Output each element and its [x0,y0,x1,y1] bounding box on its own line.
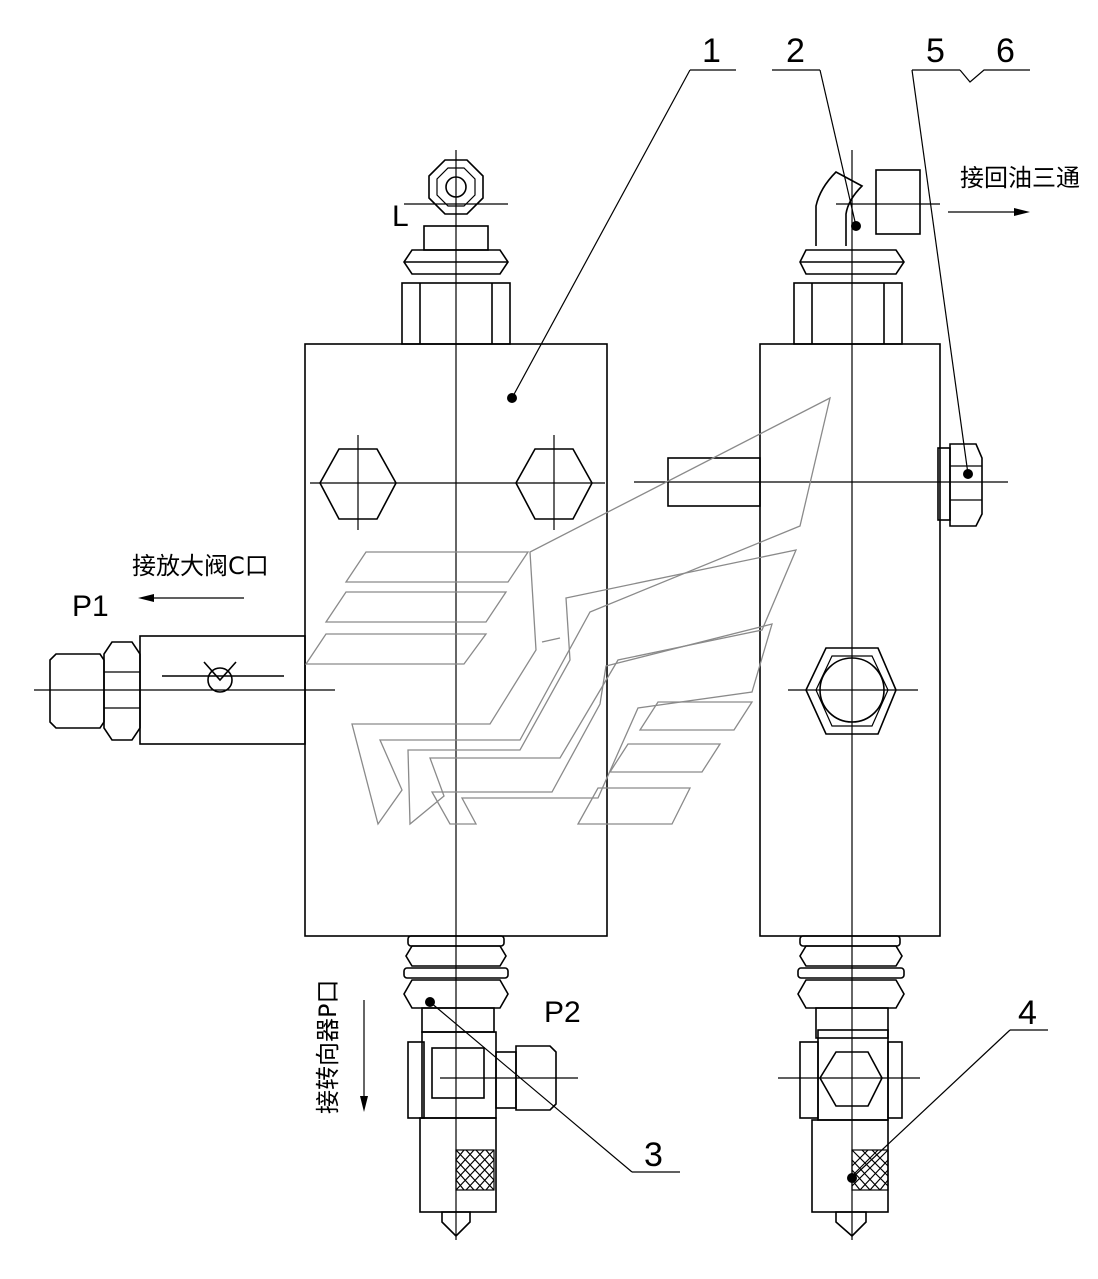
part-number-2: 2 [786,32,805,70]
note-steering-p-port: 接转向器P口 [314,980,342,1114]
labels: 1 2 5 6 3 4 L P1 P2 接回油三通 接放大阀C口 接转向器P口 [72,32,1080,1174]
part-number-5: 5 [926,32,945,70]
port-label-p1: P1 [72,590,109,623]
valve-block-left [304,150,608,1240]
port-label-p2: P2 [544,996,581,1029]
part-number-4: 4 [1018,994,1037,1032]
port-label-l: L [392,200,409,233]
leader-lines [425,69,1048,1183]
p1-check-valve [34,635,335,745]
note-return-tee: 接回油三通 [960,164,1080,192]
part-number-1: 1 [702,32,721,70]
valve-block-right [634,150,1008,1240]
note-big-valve-c-port: 接放大阀C口 [132,552,269,580]
flow-arrows [138,208,1030,1112]
part-number-6: 6 [996,32,1015,70]
watermark-logo [304,396,831,826]
part-number-3: 3 [644,1136,663,1174]
